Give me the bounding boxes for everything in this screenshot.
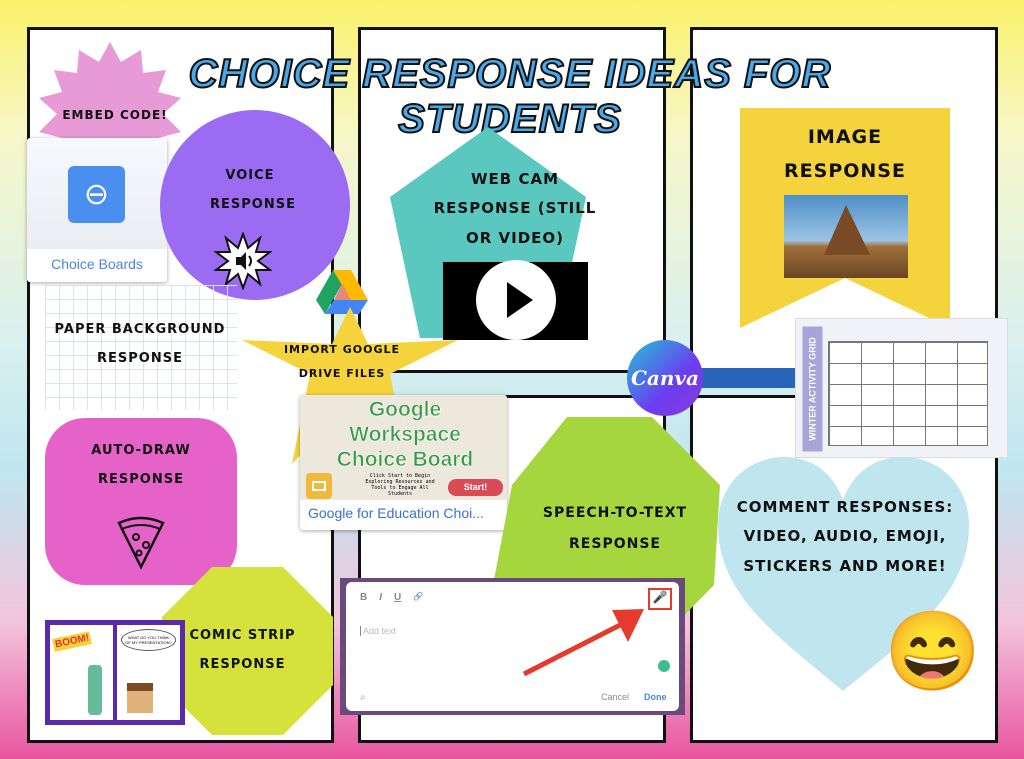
rock-photo — [784, 195, 908, 278]
choice-boards-embed-card[interactable]: ⊖ Choice Boards — [27, 138, 167, 282]
underline-button[interactable]: U — [394, 592, 402, 603]
cancel-button[interactable]: Cancel — [601, 692, 630, 702]
editor-toolbar: B I U 🔗 — [360, 592, 423, 603]
comic-character — [88, 665, 102, 715]
zoom-icon[interactable]: ⌕ — [360, 692, 366, 703]
editor-text-input[interactable]: Add text — [360, 626, 396, 636]
comic-face — [127, 683, 153, 713]
canva-arrow-shaft — [700, 368, 810, 388]
editor-screenshot: B I U 🔗 🎤 Add text ⌕ Cancel Done — [340, 578, 685, 715]
bold-button[interactable]: B — [360, 592, 368, 603]
comic-panel-1: BOOM! — [50, 625, 113, 720]
pizza-icon — [117, 516, 165, 570]
speaker-icon — [214, 232, 272, 290]
thumb-start-button: Start! — [448, 479, 503, 496]
thumb-subtitle: Click Start to Begin Exploring Resources… — [365, 473, 435, 497]
comments-heart — [718, 457, 969, 691]
italic-button[interactable]: I — [379, 592, 383, 603]
choice-boards-label: Choice Boards — [27, 249, 167, 282]
grid-table — [828, 341, 988, 446]
webcam-label: Web Cam Response (Still or Video) — [433, 170, 597, 247]
voice-label: Voice Response — [210, 168, 296, 212]
comic-sfx: BOOM! — [52, 631, 93, 652]
microphone-button[interactable]: 🎤 — [648, 588, 672, 610]
grammarly-icon — [658, 660, 670, 672]
import-star — [242, 307, 458, 464]
paper-label: Paper Background Response — [54, 322, 226, 366]
text-editor: B I U 🔗 🎤 Add text ⌕ Cancel Done — [346, 582, 679, 711]
done-button[interactable]: Done — [644, 692, 667, 702]
comic-panel-2: What do you think of my presentation? — [117, 625, 180, 720]
comments-label: Comment Responses: Video, Audio, Emoji, … — [736, 498, 954, 575]
google-choice-board-card[interactable]: Google Workspace Choice Board Click Star… — [300, 395, 507, 530]
paper-background-grid — [45, 285, 237, 410]
card-thumbnail: Google Workspace Choice Board Click Star… — [300, 395, 507, 500]
page-title: Choice Response Ideas for Students — [188, 51, 832, 142]
speech-label: Speech-to-Text Response — [542, 505, 688, 552]
autodraw-label: Auto-Draw Response — [91, 443, 191, 487]
import-label: Import Google Drive Files — [283, 343, 401, 381]
play-icon[interactable] — [476, 260, 556, 340]
embed-badge: Embed code! — [62, 108, 168, 122]
google-drive-icon — [316, 270, 368, 314]
grinning-emoji: 😄 — [884, 607, 982, 695]
red-arrow — [522, 609, 644, 677]
link-button[interactable]: 🔗 — [413, 592, 424, 601]
card-caption: Google for Education Choi... — [308, 505, 484, 521]
autodraw-box — [45, 418, 237, 585]
comic-bubble: What do you think of my presentation? — [121, 629, 176, 651]
grid-title: Winter Activity Grid — [802, 326, 823, 452]
comic-octagon — [162, 567, 333, 735]
winter-activity-grid: Winter Activity Grid — [795, 318, 1008, 458]
comic-strip-image: BOOM! What do you think of my presentati… — [45, 620, 185, 725]
canva-logo[interactable]: Canva — [627, 340, 703, 416]
comic-label: Comic Strip Response — [189, 628, 296, 672]
link-icon: ⊖ — [68, 166, 125, 223]
image-label: Image Response — [784, 126, 906, 183]
video-player[interactable] — [443, 260, 588, 340]
thumb-title: Google Workspace Choice Board — [336, 398, 474, 472]
google-slides-icon — [306, 473, 332, 499]
